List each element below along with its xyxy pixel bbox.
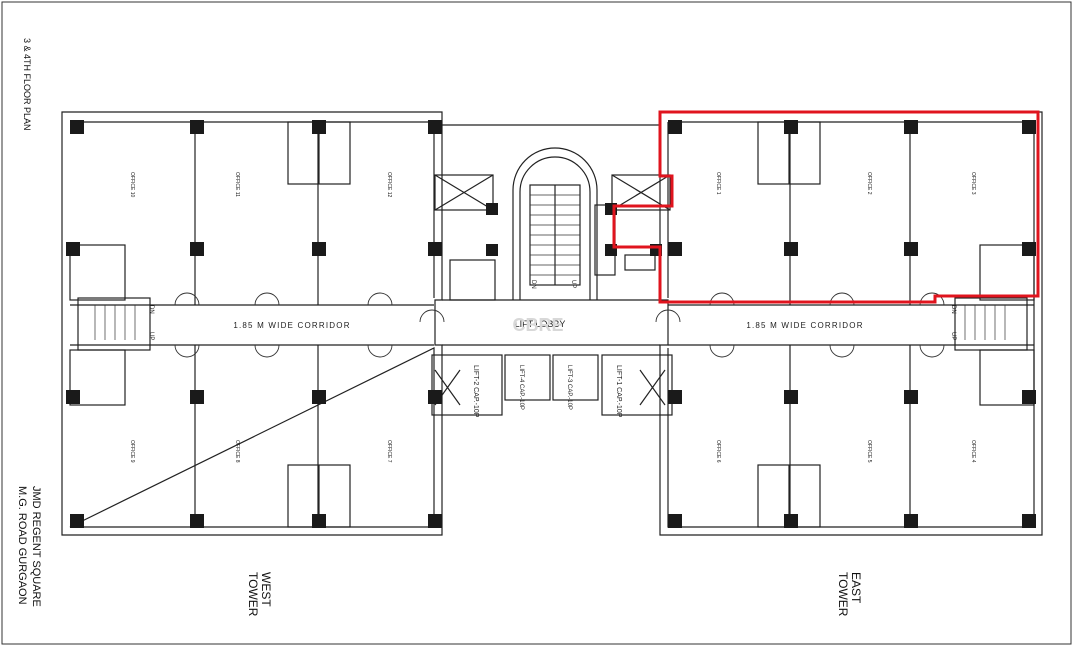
office-6-label: OFFICE 6 (715, 440, 721, 463)
floor-plan-title: 3 & 4TH FLOOR PLAN (22, 38, 32, 131)
central-core (431, 124, 673, 416)
office-10-label: OFFICE 10 (129, 172, 135, 198)
east-stair-dn-label: DN (950, 305, 956, 314)
lift-lobby-label: LIFT LOBBY (515, 319, 566, 329)
office-7-label: OFFICE 7 (386, 440, 392, 463)
east-tower-label: EAST TOWER (836, 572, 863, 617)
structural-columns (66, 120, 1036, 528)
lift-1-label: LIFT-1 CAP.-10P (615, 365, 622, 418)
west-corridor-label: 1.85 M WIDE CORRIDOR (233, 321, 350, 330)
office-4-label: OFFICE 4 (970, 440, 976, 463)
lift-3-label: LIFT-3 CAP.-10P (566, 365, 572, 410)
office-2-label: OFFICE 2 (866, 172, 872, 195)
office-5-label: OFFICE 5 (866, 440, 872, 463)
west-stair-up-label: UP (148, 332, 154, 340)
lift-2-label: LIFT-2 CAP.-10P (472, 365, 479, 418)
west-tower-label: WEST TOWER (246, 572, 273, 617)
core-stair-up-label: UP (570, 280, 576, 288)
core-stair-dn-label: DN (530, 280, 536, 289)
west-stair-dn-label: DN (148, 305, 154, 314)
lift-4-label: LIFT-4 CAP.-10P (518, 365, 524, 410)
office-3-label: OFFICE 3 (970, 172, 976, 195)
office-1-label: OFFICE 1 (715, 172, 721, 195)
east-stair-up-label: UP (950, 332, 956, 340)
cbre-watermark: CBRE (512, 315, 563, 335)
office-11-label: OFFICE 11 (234, 172, 240, 197)
office-9-label: OFFICE 9 (129, 440, 135, 463)
office-8-label: OFFICE 8 (234, 440, 240, 463)
stair-treads (94, 194, 1006, 340)
address-line-1: JMD REGENT SQUARE (30, 486, 42, 607)
east-corridor-label: 1.85 M WIDE CORRIDOR (746, 321, 863, 330)
highlighted-area-outline (612, 110, 1040, 304)
address-line-2: M.G. ROAD GURGAON (16, 486, 28, 605)
office-12-label: OFFICE 12 (386, 172, 392, 198)
